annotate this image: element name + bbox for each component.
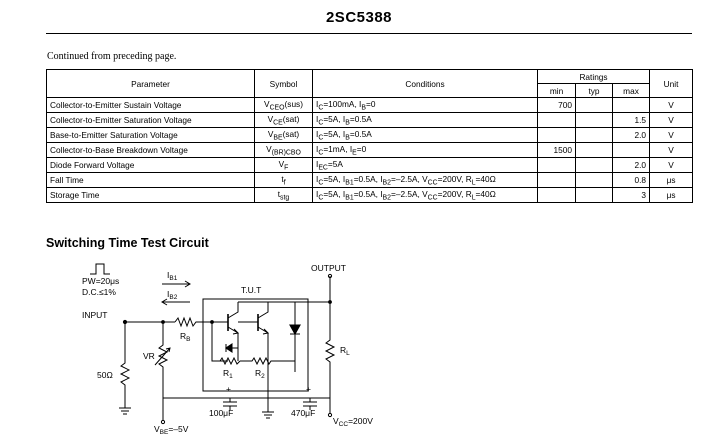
vcc-terminal [327,412,333,418]
vcc-label: VCC=200V [333,416,373,428]
internal-diode-fill [225,343,233,353]
header-symbol: Symbol [254,69,313,98]
cell-symbol: VCEO(sus) [254,97,313,113]
capacitor-plus-sign: + [306,384,311,394]
tut-label: T.U.T [241,285,261,295]
transistor-q1-leads [227,302,240,338]
output-label: OUTPUT [311,263,346,273]
ib1-arrow-icon [162,280,191,288]
cell-conditions: IC=100mA, IB=0 [312,97,538,113]
vbe-label: VBE=–5V [154,424,189,436]
internal-wires [211,322,239,362]
duty-cycle-label: D.C.≤1% [82,287,116,297]
r1-label: R1 [223,368,233,380]
continued-note: Continued from preceding page. [47,51,177,62]
section-title: Switching Time Test Circuit [46,236,209,250]
resistor-50ohm [119,322,131,408]
resistor-rb [174,316,228,328]
header-unit: Unit [649,69,694,98]
cell-conditions: IC=5A, IB1=0.5A, IB2=–2.5A, VCC=200V, RL… [312,172,538,188]
tut-box [202,298,309,392]
output-terminal [327,273,333,279]
emitter-ground-icon [262,372,274,419]
electrical-characteristics-table: Parameter Symbol Conditions Ratings Unit… [46,69,694,203]
ib1-label: IB1 [167,270,178,282]
capacitor-470uf [303,398,317,410]
r50-label: 50Ω [97,370,113,380]
junction-dot [210,320,214,324]
rl-label: RL [340,345,350,357]
cell-max: 3 [611,187,651,203]
part-number-title: 2SC5388 [325,9,393,26]
ib2-label: IB2 [167,289,178,301]
r2-label: R2 [255,368,265,380]
junction-dot [161,320,165,324]
rb-label: RB [180,331,190,343]
diode-fill [289,324,301,336]
junction-dot [328,300,332,304]
resistor-r2 [240,356,295,366]
header-parameter: Parameter [46,69,255,98]
header-max: max [611,83,651,98]
capacitor-plus-sign: + [226,384,231,394]
cell-conditions: IC=5A, IB1=0.5A, IB2=–2.5A, VCC=200V, RL… [312,187,538,203]
potentiometer-arrow-icon [154,347,171,366]
input-label: INPUT [82,310,108,320]
transistor-q2-leads [238,302,270,372]
resistor-rl [324,276,336,398]
pulse-waveform-icon [90,263,110,275]
potentiometer-vr [157,322,169,398]
capacitor-100uf [223,398,237,410]
c1-label: 100μF [209,408,233,418]
resistor-r1 [219,356,241,366]
vr-label: VR [143,351,155,361]
pulse-width-label: PW=20μs [82,276,119,286]
cell-unit: μs [649,187,694,203]
header-rule [46,33,692,34]
vbe-terminal [160,419,166,425]
ib2-arrow-icon [161,298,190,306]
ground-icon [119,407,131,415]
c2-label: 470μF [291,408,315,418]
cell-max: 0.8 [611,172,651,188]
